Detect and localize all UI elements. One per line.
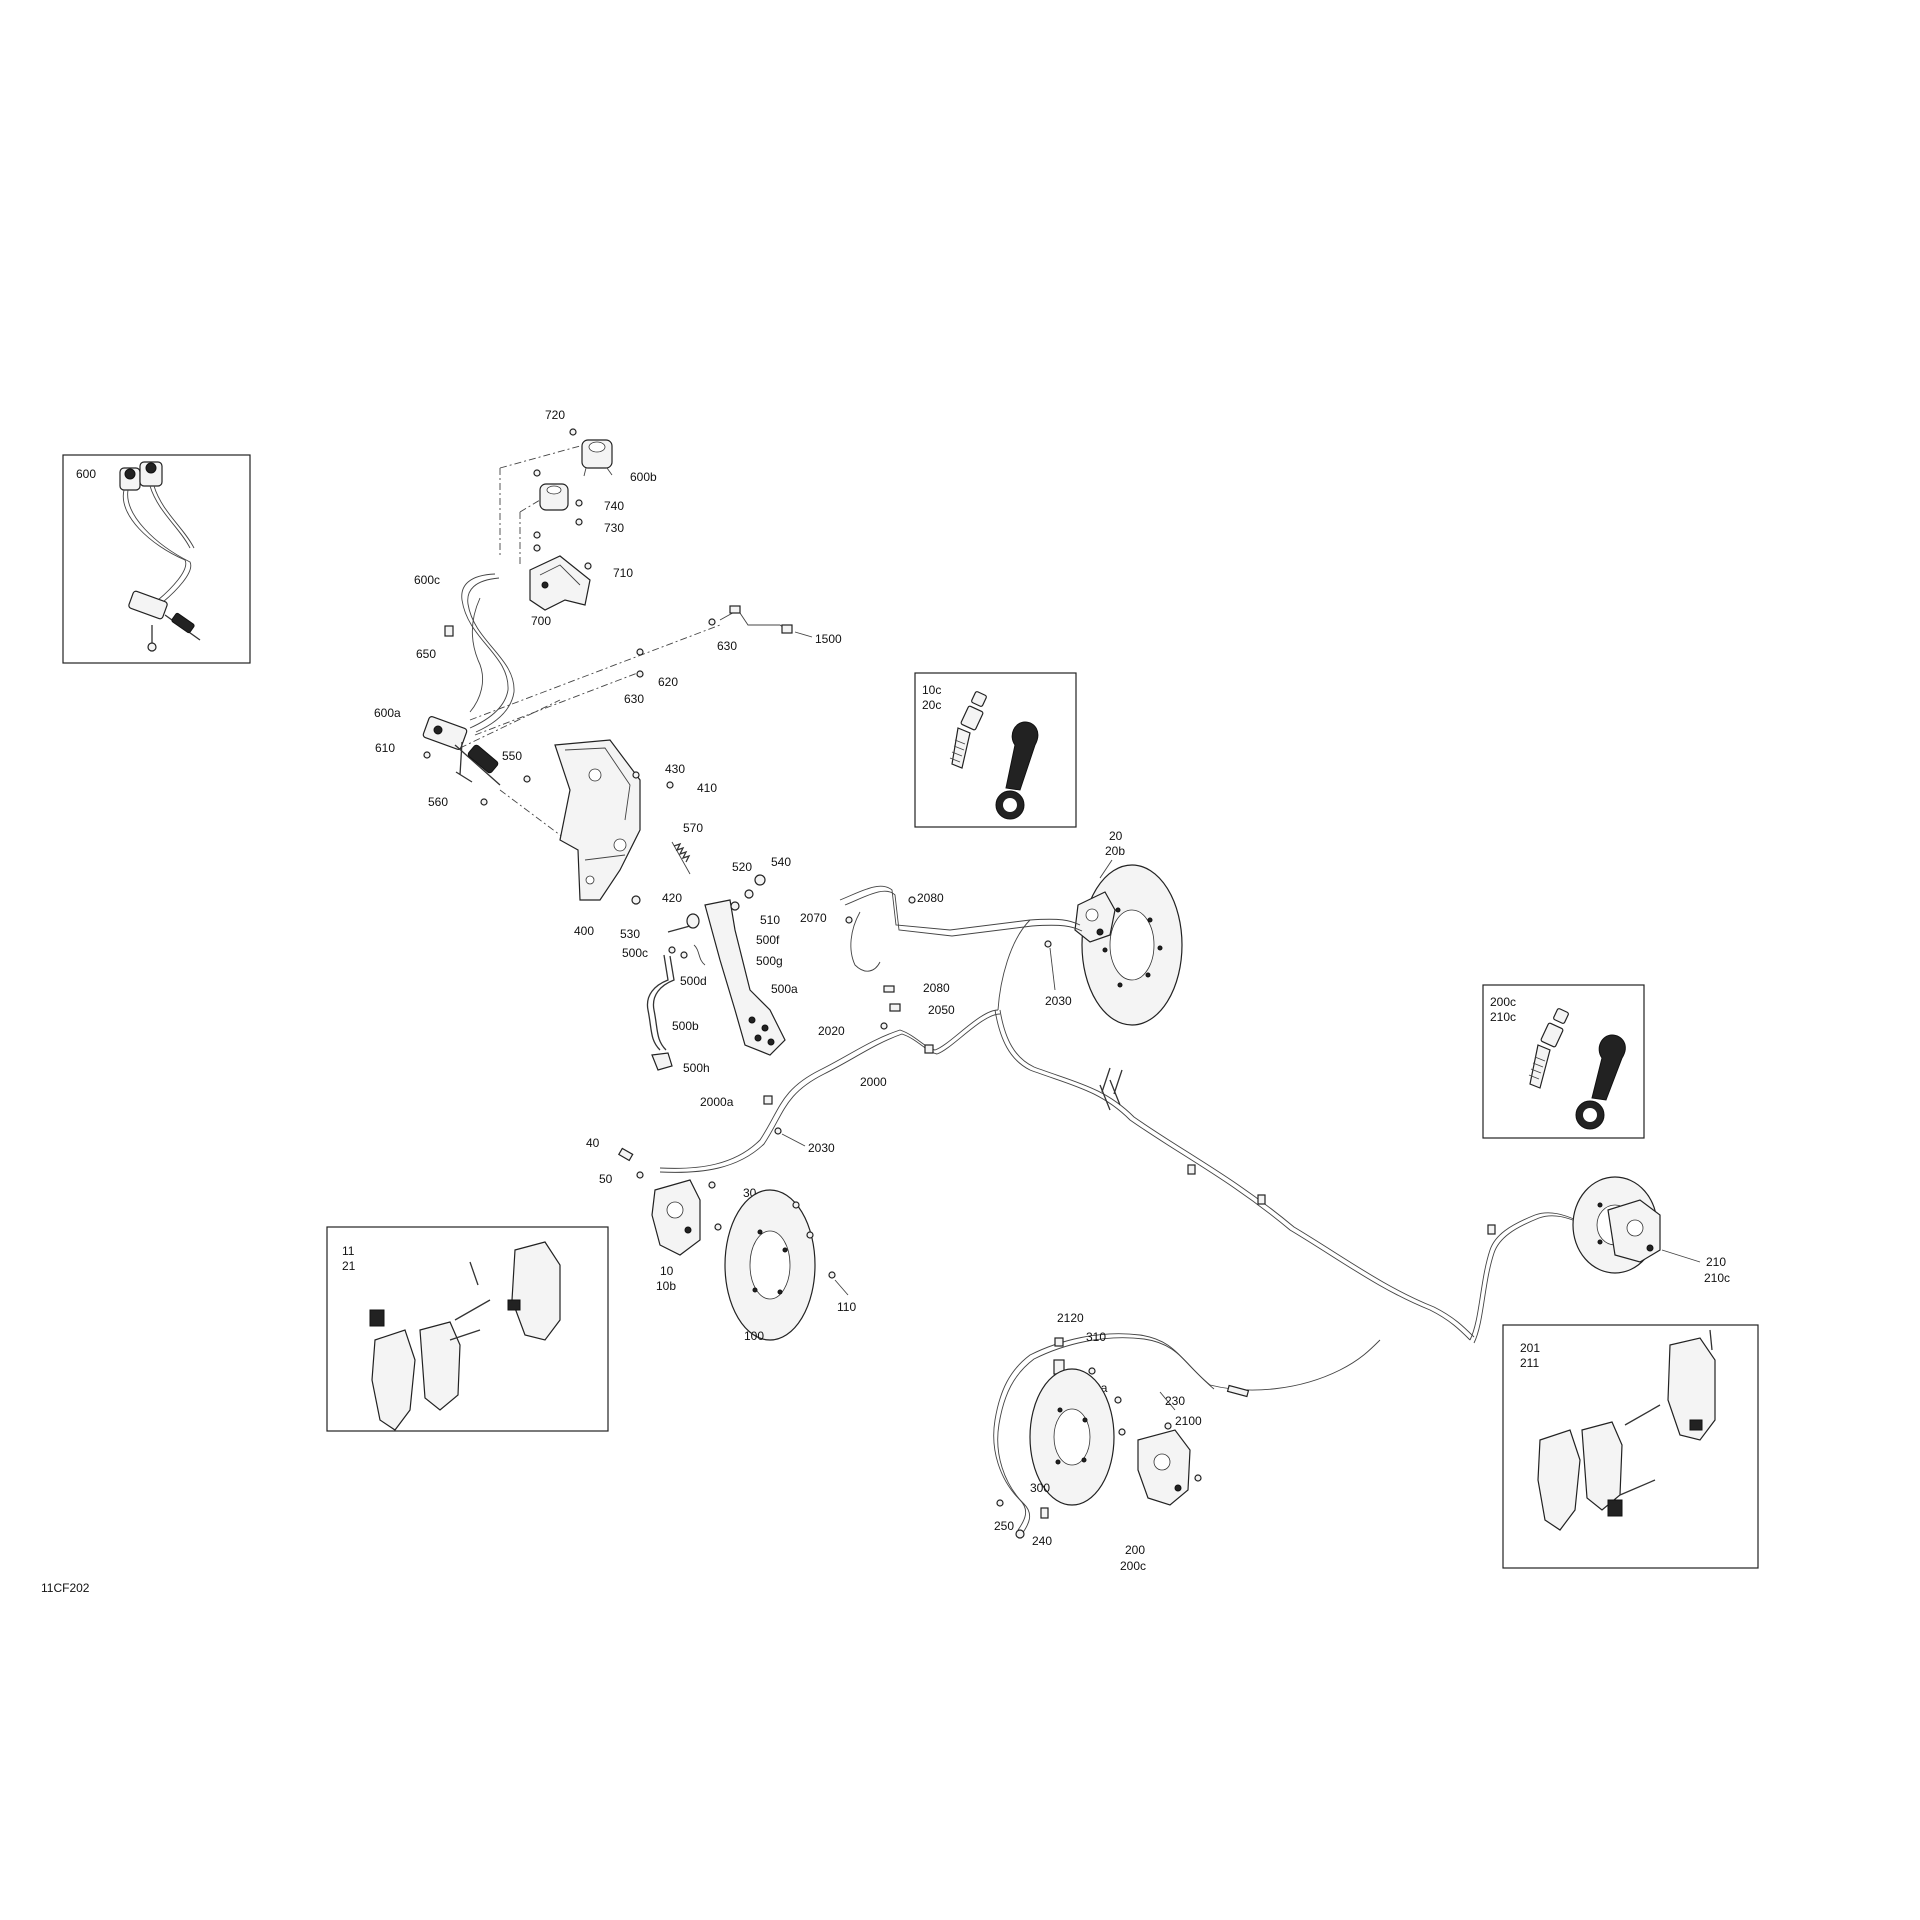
label-2080-top: 2080: [917, 891, 944, 905]
label-10: 10: [660, 1264, 674, 1278]
label-410: 410: [697, 781, 717, 795]
pedal-rod-500b: [646, 954, 675, 1051]
label-710: 710: [613, 566, 633, 580]
label-600: 600: [76, 467, 96, 481]
bleeder-cap-rear-icon: [1575, 1034, 1626, 1130]
rear-brake-line: [994, 1009, 1595, 1344]
label-630-bottom: 630: [624, 692, 644, 706]
label-40: 40: [586, 1136, 600, 1150]
label-500f: 500f: [756, 933, 780, 947]
master-cylinder-600a: [422, 716, 501, 786]
rear-left-brake-disc: [1029, 1368, 1115, 1506]
label-210: 210: [1706, 1255, 1726, 1269]
label-211: 211: [1520, 1356, 1539, 1370]
label-510: 510: [760, 913, 780, 927]
label-2100: 2100: [1175, 1414, 1202, 1428]
label-240: 240: [1032, 1534, 1052, 1548]
label-1500: 1500: [815, 632, 842, 646]
label-2050: 2050: [928, 1003, 955, 1017]
label-10b: 10b: [656, 1279, 676, 1293]
bleeder-cap-icon: [995, 721, 1039, 820]
bleeder-screw-icon: [949, 691, 987, 769]
front-left-caliper: [651, 1179, 701, 1256]
label-50: 50: [599, 1172, 613, 1186]
label-500h: 500h: [683, 1061, 710, 1075]
bleeder-screw-rear-icon: [1528, 1008, 1569, 1089]
inset-rear-brake-pads: 201 211: [1502, 1324, 1759, 1569]
reservoir-600b: [581, 439, 613, 477]
front-left-brake-disc: [724, 1189, 816, 1341]
reservoir-group: 720 600b 740 730 710 700: [499, 408, 657, 628]
brake-pedal-500a: [704, 899, 786, 1056]
label-400: 400: [574, 924, 594, 938]
label-500b: 500b: [672, 1019, 699, 1033]
label-560: 560: [428, 795, 448, 809]
front-brake-lines: [839, 885, 1083, 1011]
label-2080-bottom: 2080: [923, 981, 950, 995]
label-620: 620: [658, 675, 678, 689]
label-200: 200: [1125, 1543, 1145, 1557]
label-2030-left: 2030: [808, 1141, 835, 1155]
label-11: 11: [342, 1244, 355, 1258]
label-10c: 10c: [922, 683, 941, 697]
label-610: 610: [375, 741, 395, 755]
label-210c: 210c: [1490, 1010, 1516, 1024]
label-600c: 600c: [414, 573, 440, 587]
figure-id: 11CF202: [41, 1581, 90, 1595]
label-300: 300: [1030, 1481, 1050, 1495]
label-720: 720: [545, 408, 565, 422]
label-2000a: 2000a: [700, 1095, 734, 1109]
label-2070: 2070: [800, 911, 827, 925]
label-21: 21: [342, 1259, 356, 1273]
inset-bleeder-rear: 200c 210c: [1482, 984, 1645, 1139]
label-550: 550: [502, 749, 522, 763]
label-200c-caliper: 200c: [1120, 1559, 1146, 1573]
label-500g: 500g: [756, 954, 783, 968]
label-730: 730: [604, 521, 624, 535]
label-500c: 500c: [622, 946, 648, 960]
label-2030-right: 2030: [1045, 994, 1072, 1008]
label-630-top: 630: [717, 639, 737, 653]
label-20b: 20b: [1105, 844, 1125, 858]
label-100: 100: [744, 1329, 764, 1343]
label-700: 700: [531, 614, 551, 628]
label-250: 250: [994, 1519, 1014, 1533]
label-500a: 500a: [771, 982, 798, 996]
label-650: 650: [416, 647, 436, 661]
reservoir-bracket-700: [529, 555, 591, 611]
label-110: 110: [837, 1300, 856, 1314]
label-420: 420: [662, 891, 682, 905]
inset-bleeder-front: 10c 20c: [914, 672, 1077, 828]
label-20c: 20c: [922, 698, 941, 712]
label-310: 310: [1086, 1330, 1106, 1344]
label-20: 20: [1109, 829, 1123, 843]
front-right-brake-disc: [1081, 864, 1183, 1026]
reservoir-secondary: [539, 483, 569, 511]
inset-front-brake-pads: 11 21: [326, 1226, 609, 1432]
label-540: 540: [771, 855, 791, 869]
label-430: 430: [665, 762, 685, 776]
label-2000: 2000: [860, 1075, 887, 1089]
brake-line-2000: [659, 1009, 1001, 1173]
label-201: 201: [1520, 1341, 1540, 1355]
rear-right-caliper: [1607, 1199, 1661, 1263]
label-570: 570: [683, 821, 703, 835]
label-210c-caliper: 210c: [1704, 1271, 1730, 1285]
label-600a: 600a: [374, 706, 401, 720]
label-200c: 200c: [1490, 995, 1516, 1009]
label-520: 520: [732, 860, 752, 874]
label-600b: 600b: [630, 470, 657, 484]
inset-master-cylinder-assembly: 600: [62, 454, 251, 664]
label-530: 530: [620, 927, 640, 941]
front-right-caliper: [1074, 891, 1116, 943]
hose-600c-group: 600c 650: [414, 573, 515, 733]
label-230: 230: [1165, 1394, 1185, 1408]
pedal-bracket-400: [554, 739, 641, 901]
label-740: 740: [604, 499, 624, 513]
label-500d: 500d: [680, 974, 707, 988]
label-2120: 2120: [1057, 1311, 1084, 1325]
label-2020: 2020: [818, 1024, 845, 1038]
rear-left-caliper: [1137, 1429, 1191, 1506]
